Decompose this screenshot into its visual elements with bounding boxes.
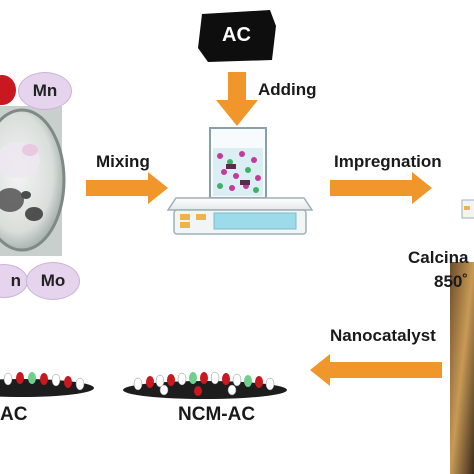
nanocatalyst-label: Nanocatalyst — [330, 326, 436, 345]
nanocatalyst-arrow — [310, 354, 442, 386]
ncm-ac-label: NCM-AC — [178, 404, 256, 425]
left-product-label: AC — [0, 404, 28, 425]
temperature-label: 850˚ — [434, 272, 469, 291]
magnetic-stirrer — [166, 197, 314, 235]
red-tag — [0, 75, 16, 105]
tag-mo: Mo — [26, 262, 80, 300]
impregnation-label: Impregnation — [334, 152, 442, 171]
impregnation-arrow — [330, 172, 432, 204]
mixing-arrow — [86, 172, 168, 204]
tag-mo-label: Mo — [40, 271, 66, 290]
adding-label: Adding — [258, 80, 317, 99]
tag-bottom-left-label: n — [10, 271, 21, 290]
down-arrow — [216, 72, 258, 126]
ac-box — [198, 10, 276, 62]
left-disk — [0, 372, 94, 397]
calcination-label: Calcina — [408, 248, 469, 267]
ac-box-label: AC — [222, 24, 251, 46]
ncm-ac-disk — [123, 371, 287, 399]
beaker — [209, 127, 267, 199]
mixing-label: Mixing — [96, 152, 150, 171]
tag-mn-label: Mn — [32, 81, 58, 100]
tag-mn: Mn — [18, 72, 72, 110]
nanocatalyst-photo — [450, 262, 474, 474]
furnace-partial — [461, 199, 474, 219]
petri-dish-photo — [0, 106, 66, 256]
